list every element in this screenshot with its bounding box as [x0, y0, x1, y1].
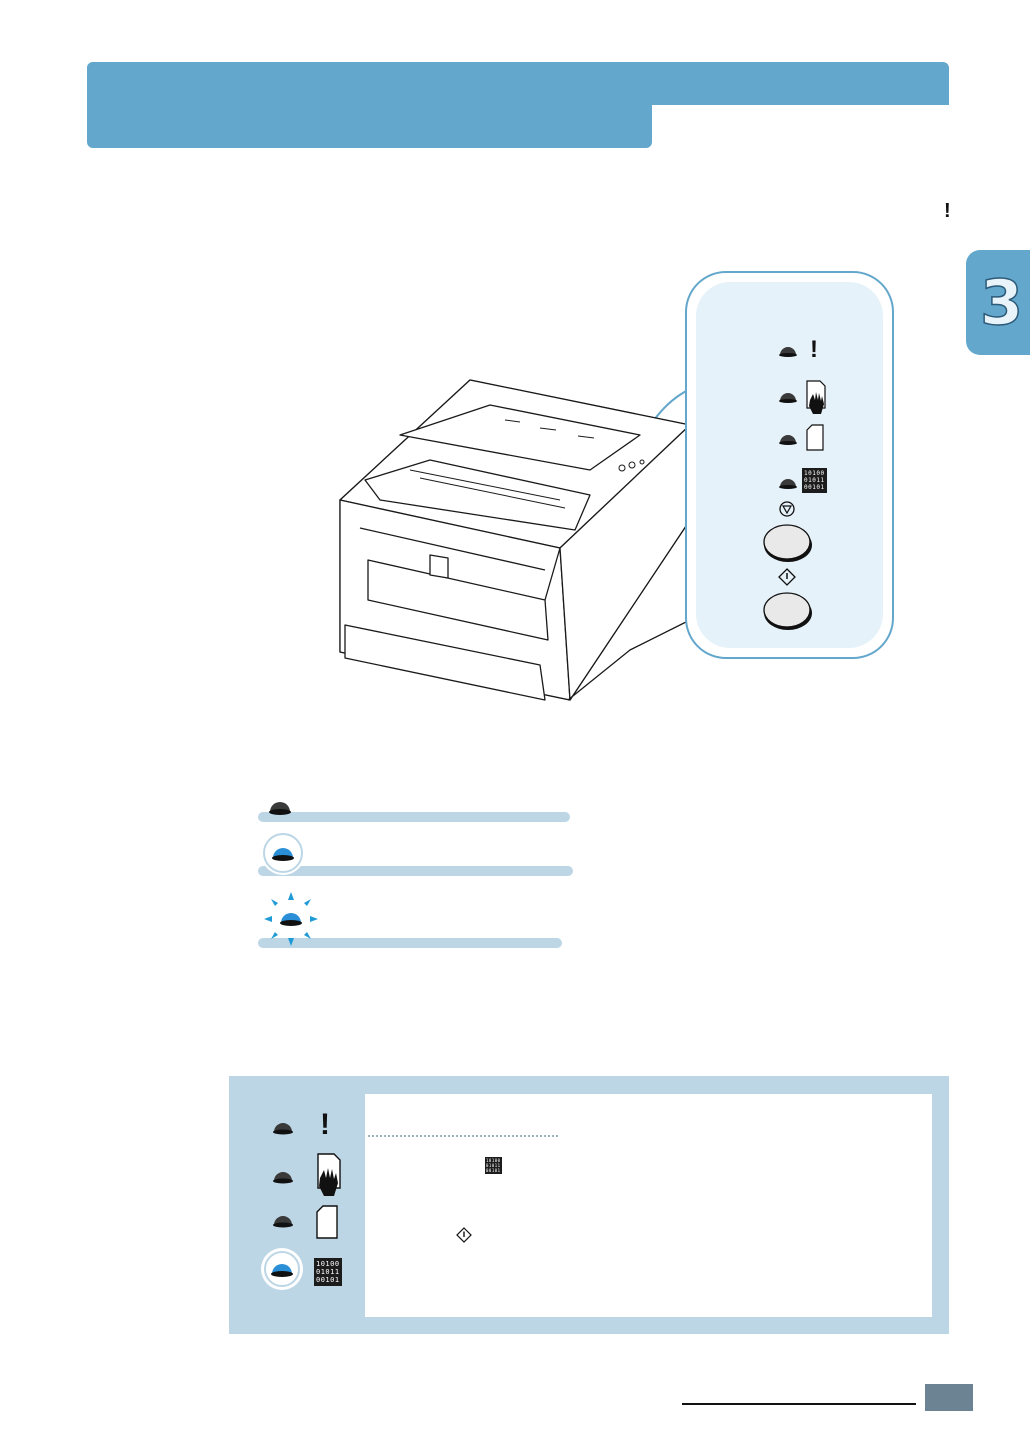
led-blinking-icon: [264, 892, 318, 946]
manual-feed-hand-icon: [806, 380, 826, 414]
led-off-icon: [779, 435, 797, 445]
led-off-icon: [273, 1216, 293, 1228]
legend-bar-on: [258, 866, 573, 876]
legend-bar-off: [258, 812, 570, 822]
led-off-icon: [273, 1172, 293, 1184]
chapter-tab: 3: [966, 250, 1030, 355]
led-on-icon: [261, 1248, 303, 1290]
footer-rule: [682, 1403, 916, 1405]
paper-sheet-icon: [316, 1205, 338, 1239]
paper-sheet-icon: [806, 424, 824, 451]
dotted-divider: [368, 1135, 558, 1137]
data-icon: 10100 01011 00101: [485, 1157, 502, 1174]
manual-feed-hand-icon: [317, 1153, 341, 1196]
led-off-icon: [779, 347, 797, 357]
page-number-box: [925, 1384, 973, 1411]
data-icon: 10100 01011 00101: [802, 468, 827, 493]
cancel-button[interactable]: [762, 522, 814, 564]
led-on-icon: [261, 831, 305, 875]
example-panel-text-area: [365, 1094, 932, 1317]
data-icon: 10100 01011 00101: [314, 1258, 342, 1286]
warning-exclamation-mark: !: [944, 200, 951, 222]
header-banner-title-block: [87, 62, 652, 148]
error-exclamation-icon: !: [320, 1108, 330, 1141]
demo-diamond-icon: [778, 568, 796, 586]
led-off-icon: [269, 802, 291, 815]
legend-bar-blinking: [258, 938, 562, 948]
chapter-number: 3: [979, 265, 1024, 339]
demo-diamond-icon: [456, 1227, 472, 1243]
demo-button[interactable]: [762, 590, 814, 632]
led-off-icon: [779, 479, 797, 489]
page-number: [925, 1384, 973, 1411]
cancel-triangle-icon: [779, 501, 795, 517]
error-exclamation-icon: !: [810, 336, 818, 363]
led-off-icon: [273, 1123, 293, 1135]
printer-illustration: [339, 271, 894, 701]
led-off-icon: [779, 393, 797, 403]
